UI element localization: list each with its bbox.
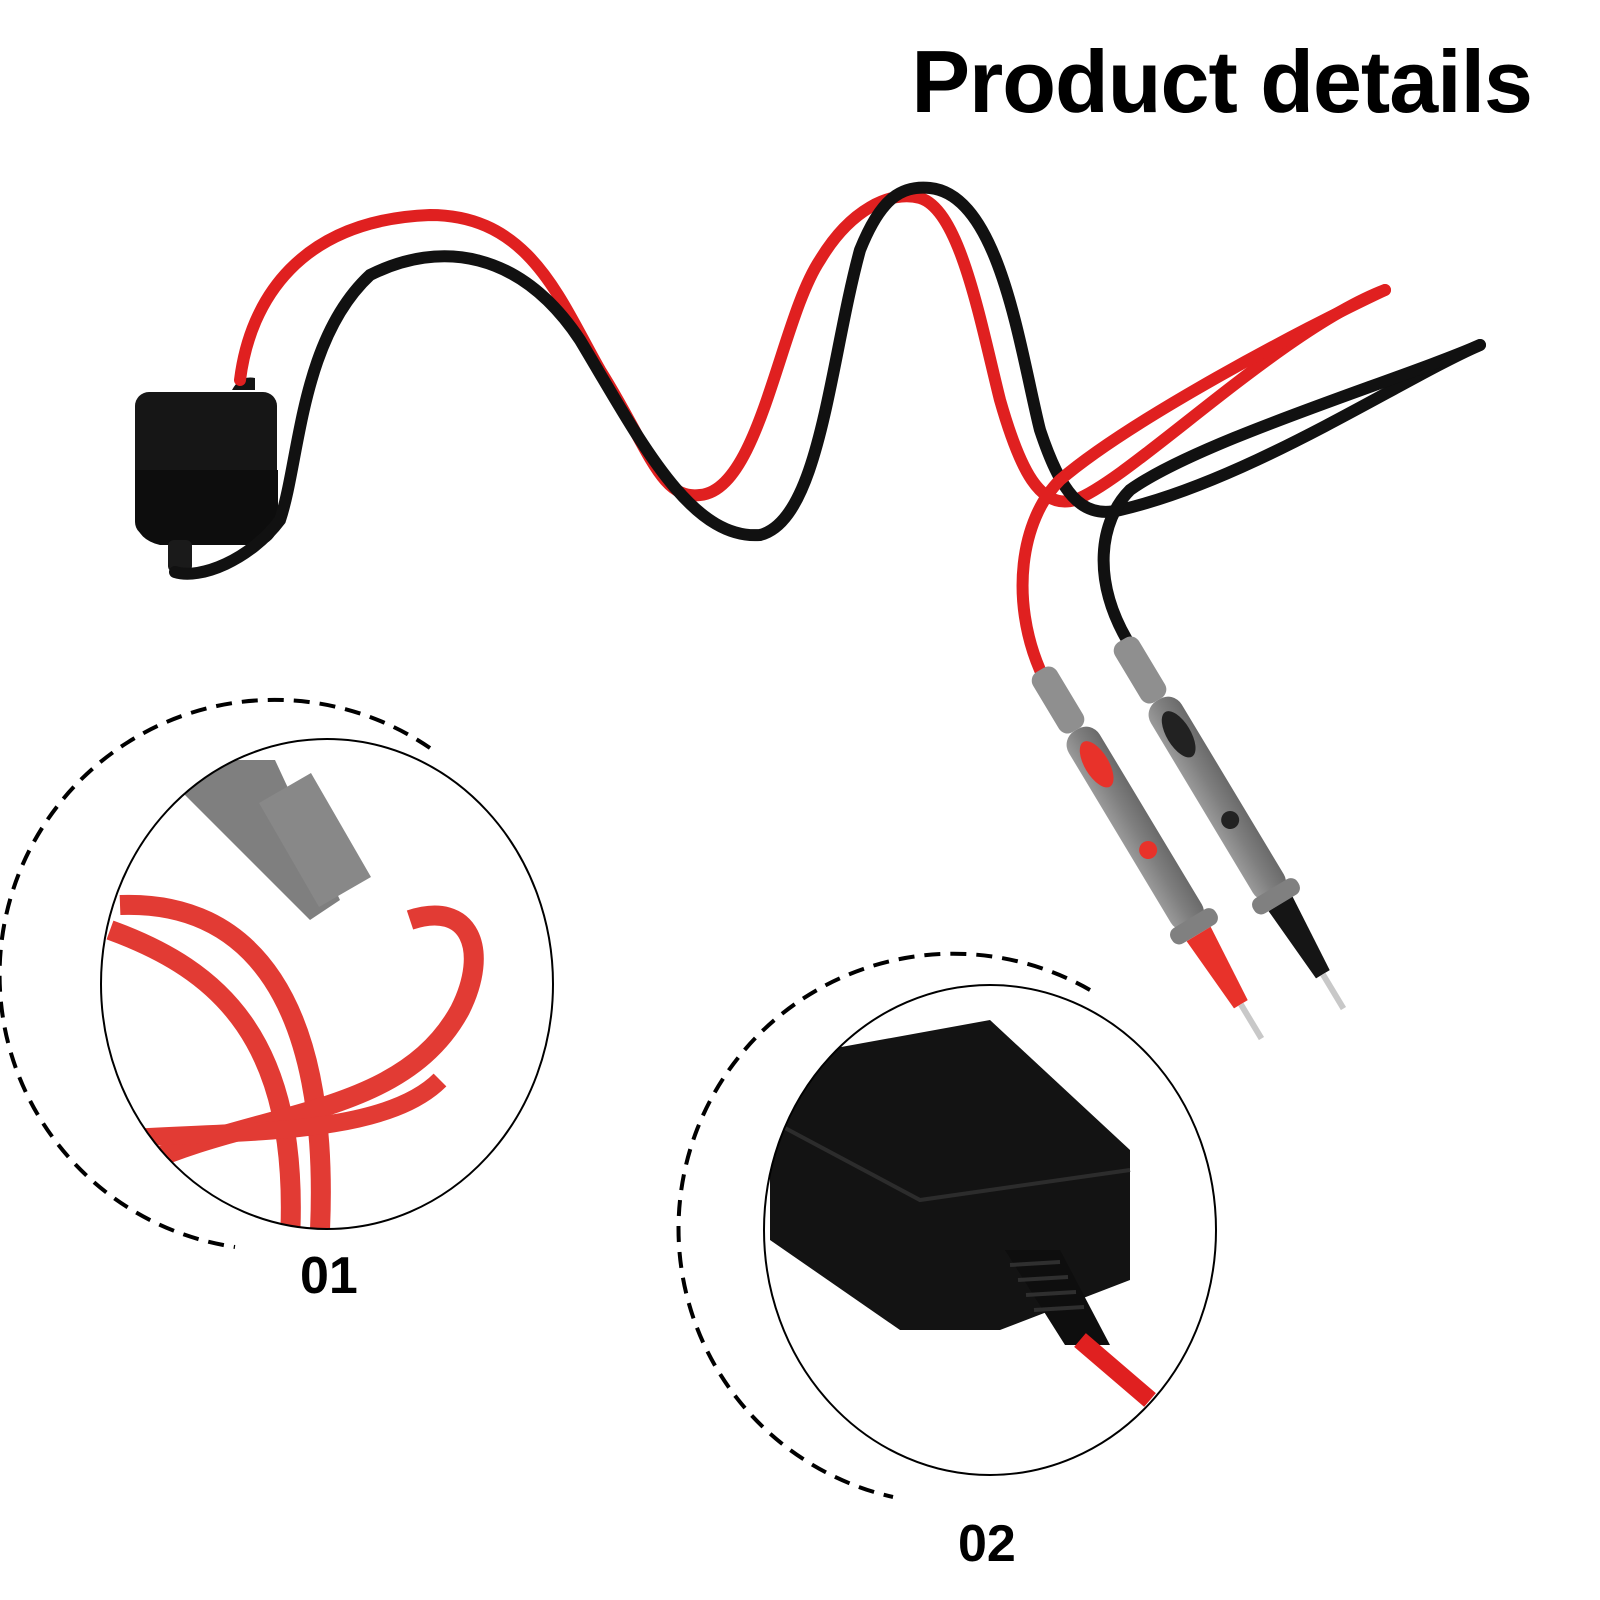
detail-label-01: 01 [300, 1247, 358, 1305]
inline-module [135, 377, 278, 572]
black-wire [169, 181, 1486, 580]
red-wire [234, 190, 1391, 508]
detail-circle-02 [676, 951, 1217, 1499]
main-cable-photo [135, 181, 1486, 1041]
black-probe [1113, 636, 1347, 1011]
detail-circle-01 [0, 697, 554, 1249]
page-title: Product details [911, 32, 1533, 131]
red-probe [1031, 666, 1265, 1041]
detail-label-02: 02 [958, 1515, 1016, 1573]
